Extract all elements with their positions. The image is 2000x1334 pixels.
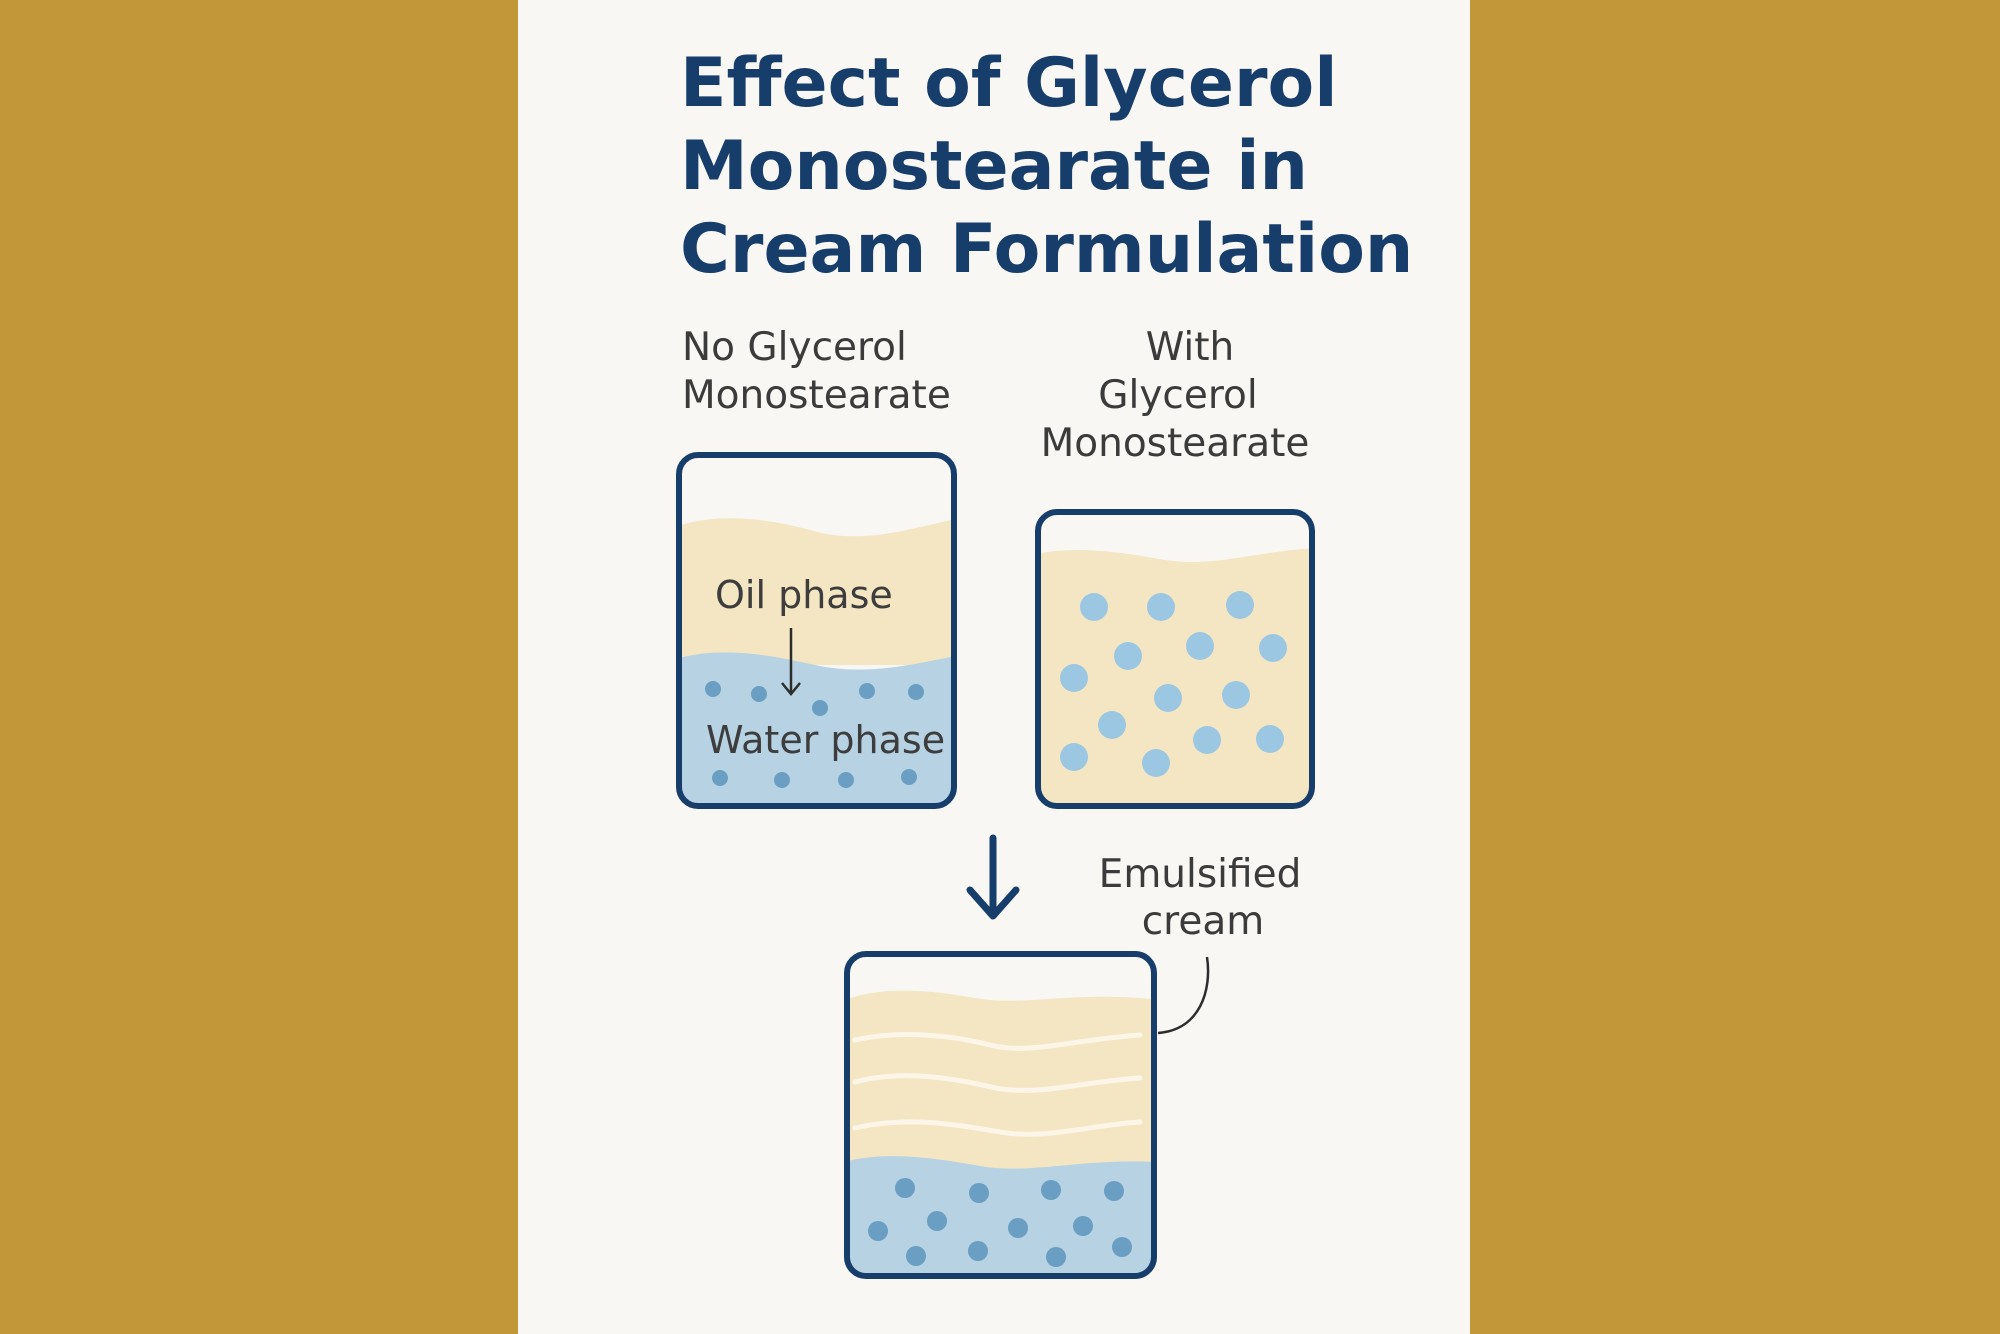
droplet <box>1104 1181 1124 1201</box>
water-layer <box>847 1156 1154 1276</box>
droplet <box>868 1221 888 1241</box>
droplet <box>1193 726 1221 754</box>
droplet <box>1041 1180 1061 1200</box>
droplet <box>712 770 728 786</box>
texture-line <box>852 1119 1143 1137</box>
container-outline <box>844 951 1157 1279</box>
droplet <box>1098 711 1126 739</box>
result-label-line-1: Emulsified <box>1099 852 1302 897</box>
droplet <box>751 686 767 702</box>
title-line-3: Cream Formulation <box>680 210 1413 289</box>
right-heading-line-2: Glycerol <box>1098 373 1257 418</box>
result-label-line-2: cream <box>1142 899 1265 944</box>
droplet <box>968 1241 988 1261</box>
container-outline <box>1035 509 1315 809</box>
droplet <box>1142 749 1170 777</box>
cream-texture-lines <box>852 1032 1143 1137</box>
droplet <box>774 772 790 788</box>
title-line-1: Effect of Glycerol <box>680 44 1338 123</box>
droplet <box>908 684 924 700</box>
oil-phase-label: Oil phase <box>715 573 893 617</box>
droplet <box>1080 593 1108 621</box>
droplet <box>1154 684 1182 712</box>
water-phase-layer <box>679 652 954 806</box>
droplet <box>901 769 917 785</box>
dispersed-droplets <box>1060 591 1287 777</box>
droplet <box>969 1183 989 1203</box>
water-droplets <box>705 681 924 788</box>
left-heading: No Glycerol Monostearate <box>682 325 951 418</box>
droplet <box>812 700 828 716</box>
droplet <box>1060 664 1088 692</box>
droplet <box>1147 593 1175 621</box>
right-heading-line-1: With <box>1146 325 1235 370</box>
droplet <box>1259 634 1287 662</box>
left-heading-line-2: Monostearate <box>682 373 951 418</box>
droplet <box>1008 1218 1028 1238</box>
texture-line <box>852 1032 1143 1051</box>
droplet <box>1112 1237 1132 1257</box>
title-line-2: Monostearate in <box>680 127 1308 206</box>
texture-line <box>852 1073 1143 1093</box>
droplet <box>859 683 875 699</box>
droplet <box>906 1246 926 1266</box>
container-emulsified-cream <box>844 951 1157 1279</box>
right-heading: With Glycerol Monostearate <box>1041 325 1310 466</box>
result-label: Emulsified cream <box>1099 852 1302 944</box>
droplet <box>1256 725 1284 753</box>
droplet <box>1222 681 1250 709</box>
droplet <box>1060 743 1088 771</box>
right-heading-line-3: Monostearate <box>1041 421 1310 466</box>
water-droplets <box>868 1178 1132 1267</box>
result-callout-line <box>1157 956 1210 1035</box>
droplet <box>1186 632 1214 660</box>
down-arrow-icon <box>966 834 1020 920</box>
droplet <box>705 681 721 697</box>
down-arrow-head <box>966 886 1020 920</box>
droplet <box>927 1211 947 1231</box>
droplet <box>1226 591 1254 619</box>
droplet <box>1114 642 1142 670</box>
droplet <box>895 1178 915 1198</box>
droplet <box>838 772 854 788</box>
page-title: Effect of Glycerol Monostearate in Cream… <box>680 44 1413 289</box>
droplet <box>1046 1247 1066 1267</box>
container-outline <box>676 452 957 809</box>
droplet <box>1073 1216 1093 1236</box>
separation-arrow-head <box>781 682 801 696</box>
container-no-glycerol: Oil phase Water phase <box>676 452 957 809</box>
container-with-glycerol <box>1035 509 1315 809</box>
water-phase-label: Water phase <box>706 718 945 762</box>
oil-phase-layer <box>679 518 954 665</box>
left-heading-line-1: No Glycerol <box>682 325 907 370</box>
